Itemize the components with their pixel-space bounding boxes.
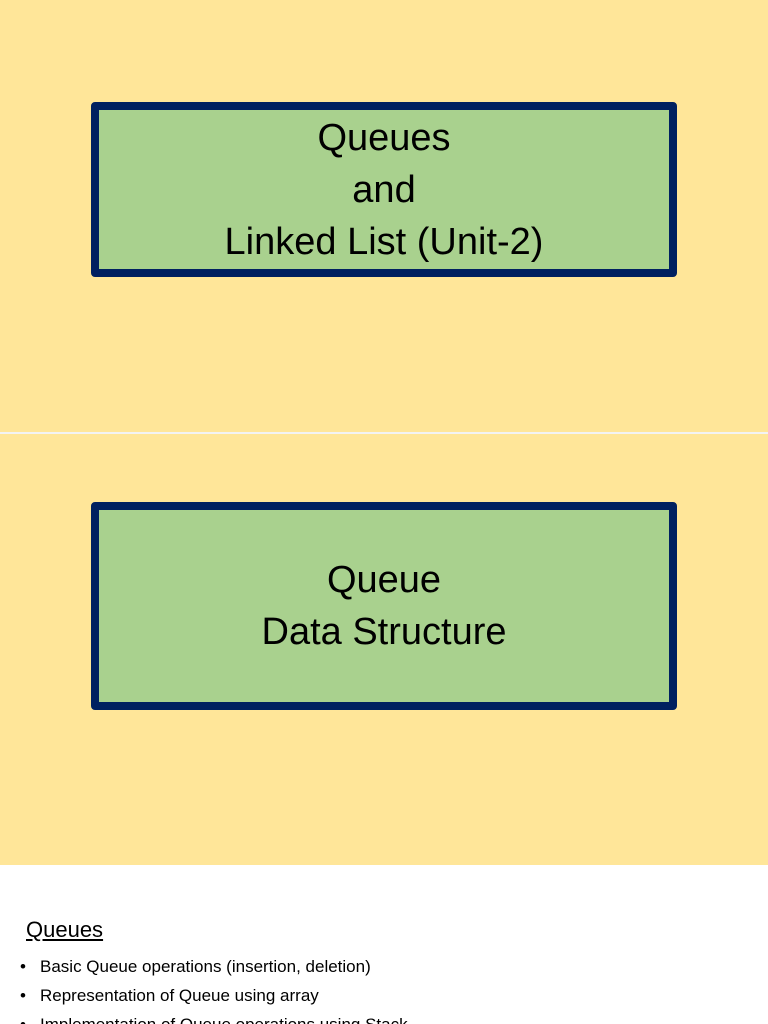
title-line: and <box>352 168 416 211</box>
list-item: •Implementation of Queue operations usin… <box>20 1015 408 1024</box>
slide-1: Queues and Linked List (Unit-2) <box>0 0 768 432</box>
title-line: Data Structure <box>261 611 507 653</box>
title-line: Linked List (Unit-2) <box>224 220 544 263</box>
slide-heading: Queues <box>26 917 104 942</box>
title-line: Queue <box>326 559 442 601</box>
title-box: Queues and Linked List (Unit-2) <box>91 102 677 277</box>
list-item: •Basic Queue operations (insertion, dele… <box>20 957 371 976</box>
slide-3: Queues •Basic Queue operations (insertio… <box>0 865 768 1024</box>
bullet-icon: • <box>20 1015 26 1024</box>
slide-divider <box>0 432 768 434</box>
slide-2: Queue Data Structure <box>0 434 768 865</box>
bullet-icon: • <box>20 957 26 976</box>
title-box: Queue Data Structure <box>91 502 677 710</box>
title-line: Queues <box>317 116 451 159</box>
bullet-list: •Basic Queue operations (insertion, dele… <box>20 957 408 1024</box>
bullet-icon: • <box>20 986 26 1005</box>
list-item: •Representation of Queue using array <box>20 986 319 1005</box>
